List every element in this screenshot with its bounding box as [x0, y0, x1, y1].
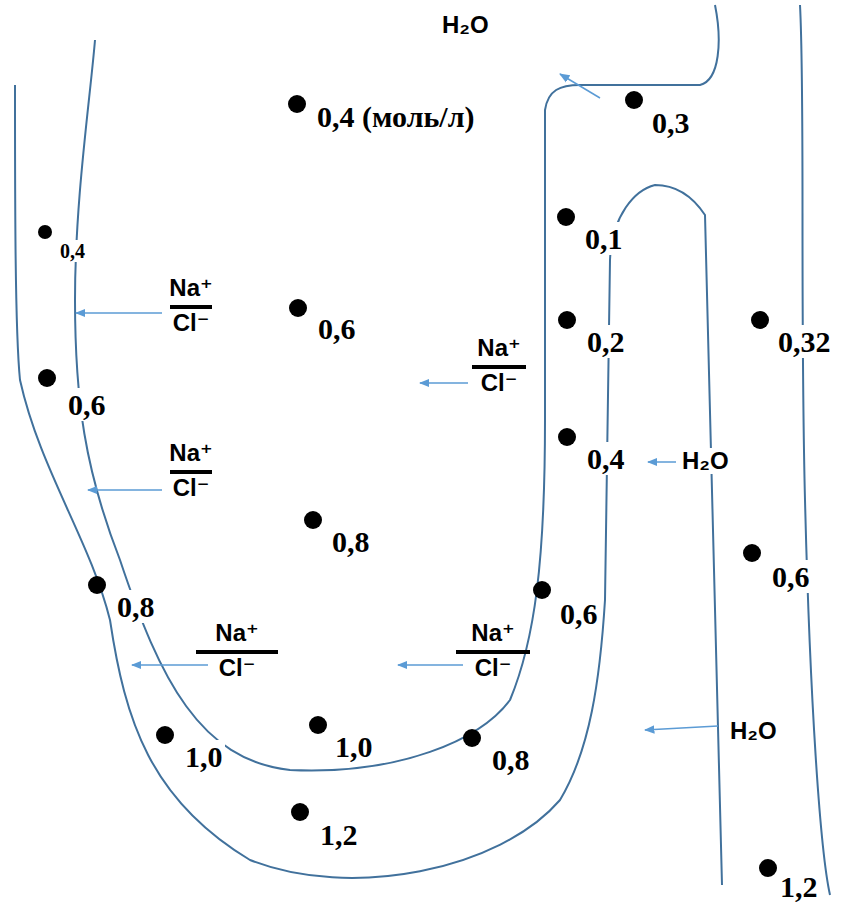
measurement-dot — [289, 299, 307, 317]
water-label: H₂O — [728, 718, 779, 744]
measurement-dot — [558, 311, 576, 329]
ion-arrow — [76, 312, 162, 314]
concentration-value: 0,4 (моль/л) — [315, 100, 477, 133]
outer-tubule-wall — [15, 85, 722, 885]
water-arrow — [560, 74, 600, 98]
concentration-value: 0,8 — [490, 743, 532, 776]
ion-label: Na⁺ — [167, 275, 214, 301]
measurement-dot — [625, 91, 643, 109]
water-label: H₂O — [680, 448, 731, 474]
measurement-dot — [751, 311, 769, 329]
fraction-bar — [196, 650, 278, 654]
ion-label: Na⁺ — [167, 440, 214, 466]
ion-label: Na⁺ — [475, 335, 522, 361]
measurement-dot — [38, 369, 56, 387]
collecting-duct-wall — [800, 5, 830, 895]
ion-label: Cl⁻ — [217, 655, 258, 681]
concentration-value: 0,2 — [585, 325, 627, 358]
concentration-value: 0,4 — [585, 442, 627, 475]
fraction-bar — [170, 305, 212, 309]
concentration-value: 1,0 — [183, 740, 225, 773]
concentration-value: 0,1 — [583, 222, 625, 255]
concentration-value: 0,6 — [558, 597, 600, 630]
ion-label: Cl⁻ — [171, 310, 212, 336]
measurement-dot — [533, 581, 551, 599]
measurement-dot — [291, 803, 309, 821]
concentration-value: 0,6 — [770, 560, 812, 593]
measurement-dot — [156, 726, 174, 744]
concentration-value: 1,2 — [778, 870, 820, 903]
concentration-value: 0,6 — [316, 312, 358, 345]
ion-label: Cl⁻ — [171, 475, 212, 501]
inner-tubule-wall — [75, 5, 719, 770]
ion-label: Cl⁻ — [479, 370, 520, 396]
water-label: H₂O — [440, 12, 491, 38]
measurement-dot — [309, 716, 327, 734]
water-arrow — [648, 461, 676, 463]
fraction-bar — [170, 470, 212, 474]
fraction-bar — [472, 365, 526, 369]
measurement-dot — [557, 208, 575, 226]
concentration-value: 0,6 — [66, 388, 108, 421]
ion-arrow — [88, 489, 162, 491]
measurement-dot — [88, 576, 106, 594]
ion-label: Cl⁻ — [473, 655, 514, 681]
concentration-value: 0,4 — [58, 240, 87, 262]
concentration-value: 0,32 — [776, 325, 833, 358]
water-arrow — [645, 726, 718, 730]
measurement-dot — [304, 511, 322, 529]
fraction-bar — [456, 650, 530, 654]
ion-arrow — [398, 664, 463, 666]
concentration-value: 0,3 — [650, 106, 692, 139]
measurement-dot — [743, 544, 761, 562]
measurement-dot — [558, 428, 576, 446]
concentration-value: 0,8 — [330, 525, 372, 558]
ion-label: Na⁺ — [469, 620, 516, 646]
measurement-dot — [38, 225, 52, 239]
ion-arrow — [132, 664, 208, 666]
measurement-dot — [759, 859, 777, 877]
ion-label: Na⁺ — [213, 620, 260, 646]
measurement-dot — [288, 95, 306, 113]
measurement-dot — [463, 729, 481, 747]
ion-arrow — [420, 382, 468, 384]
concentration-value: 0,8 — [115, 590, 157, 623]
concentration-value: 1,0 — [333, 730, 375, 763]
concentration-value: 1,2 — [318, 818, 360, 851]
